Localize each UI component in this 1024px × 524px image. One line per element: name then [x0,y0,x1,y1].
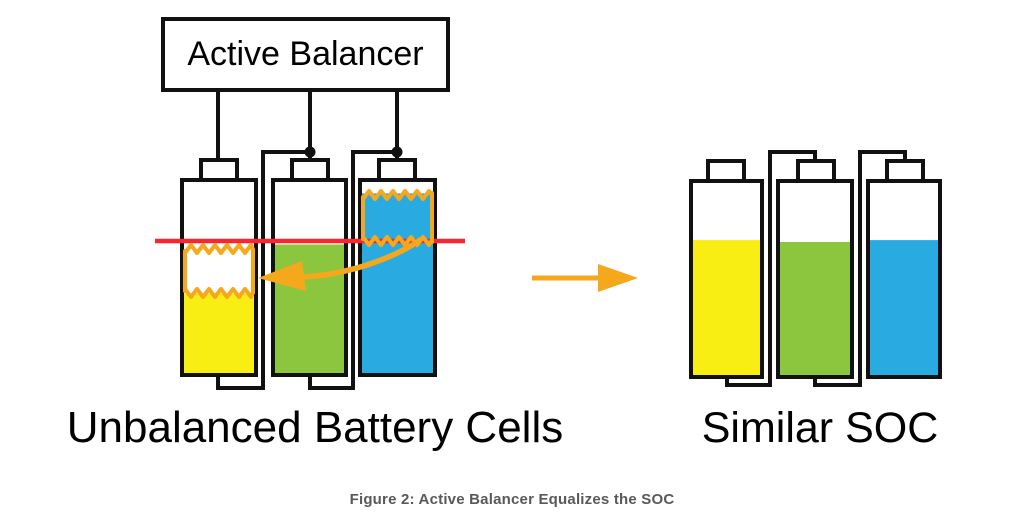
wire-junction-dot [391,146,403,158]
series-link-left-2 [308,150,397,390]
right-cell2-fill [780,242,850,375]
transition-arrow-head [598,264,638,292]
left-cell3-terminal [377,158,417,182]
transfer-arrow-shaft [300,237,423,280]
curved-left-arrow-icon [258,237,423,291]
left-cell1-fill [184,293,254,373]
active-balancer-label: Active Balancer [187,35,424,73]
transfer-arrow-head [258,261,306,291]
wire-junction-dot [304,146,316,158]
right-cell1-terminal [706,159,746,183]
series-link-left-1 [216,150,310,390]
left-cell3-fill [362,193,433,373]
right-group-label: Similar SOC [701,403,939,452]
deficit-charge-outline [183,243,255,299]
figure-caption: Figure 2: Active Balancer Equalizes the … [349,491,675,508]
right-cell1-fill [693,240,760,375]
series-link-right-1 [725,150,817,387]
surplus-charge-outline [361,189,434,247]
left-cell2-fill [275,244,344,373]
left-group-label: Unbalanced Battery Cells [66,403,564,452]
series-link-right-2 [813,150,907,387]
active-balancer-box [161,17,450,92]
right-arrow-icon [532,264,638,292]
right-cell3-fill [870,240,938,375]
left-cell2-terminal [290,158,330,182]
left-cell1-terminal [199,158,239,182]
right-cell3-terminal [885,159,925,183]
right-cell2-terminal [796,159,836,183]
